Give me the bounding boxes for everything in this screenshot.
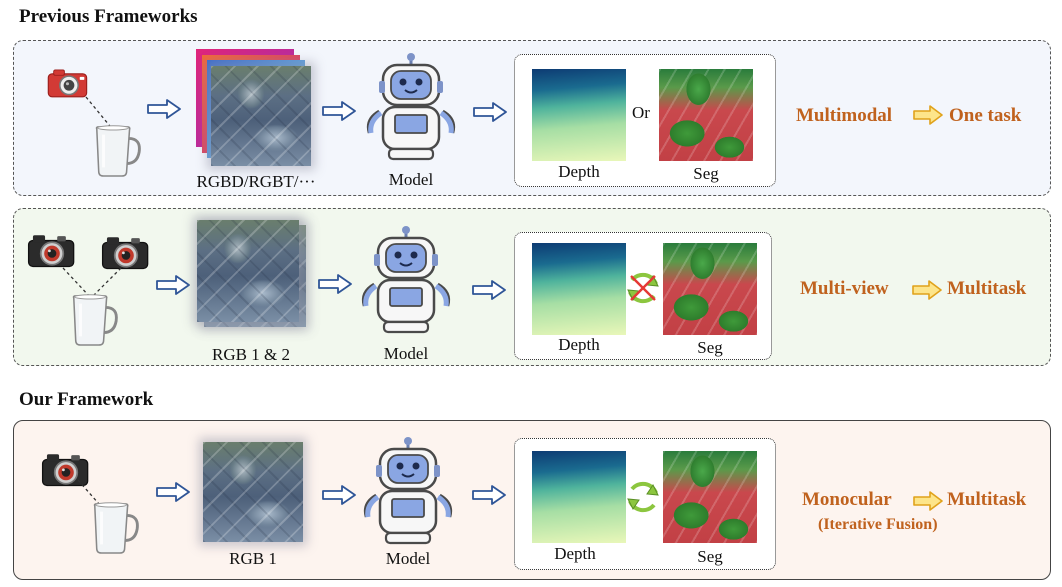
summary-to: One task xyxy=(949,105,1022,126)
heading-our-framework: Our Framework xyxy=(19,389,154,410)
summary-from: Monocular xyxy=(802,489,892,510)
mug-icon xyxy=(68,292,120,348)
model-label: Model xyxy=(385,549,431,568)
summary-note: (Iterative Fusion) xyxy=(818,516,938,533)
summary-from: Multimodal xyxy=(796,105,893,126)
segmentation-map xyxy=(659,69,753,161)
highlight-arrow-icon xyxy=(913,105,943,125)
depth-map xyxy=(532,243,626,335)
mug-icon xyxy=(89,500,141,556)
flow-arrow-icon xyxy=(156,275,190,295)
rgb-input-image xyxy=(211,66,311,166)
heading-previous-frameworks: Previous Frameworks xyxy=(19,6,198,27)
depth-map xyxy=(532,451,626,543)
summary-to: Multitask xyxy=(947,489,1027,510)
model-label: Model xyxy=(388,170,434,189)
flow-arrow-icon xyxy=(156,482,190,502)
depth-label: Depth xyxy=(554,544,596,563)
input-label: RGB 1 & 2 xyxy=(212,345,290,364)
rgb-input-image-1 xyxy=(197,220,299,322)
connector-or: Or xyxy=(632,103,650,122)
depth-label: Depth xyxy=(558,162,600,181)
dashed-sightline xyxy=(62,267,122,299)
seg-label: Seg xyxy=(697,547,723,566)
segmentation-map xyxy=(663,243,757,335)
input-label: RGB 1 xyxy=(229,549,277,568)
model-label: Model xyxy=(383,344,429,363)
segmentation-map xyxy=(663,451,757,543)
input-label: RGBD/RGBT/··· xyxy=(196,172,316,191)
robot-icon xyxy=(358,437,458,547)
flow-arrow-icon xyxy=(147,99,181,119)
robot-icon xyxy=(361,53,461,163)
dashed-sightline xyxy=(77,479,107,513)
flow-arrow-icon xyxy=(472,485,506,505)
robot-icon xyxy=(356,226,456,336)
summary-to: Multitask xyxy=(947,278,1027,299)
rgb-input-image xyxy=(203,442,303,542)
seg-label: Seg xyxy=(697,338,723,357)
flow-arrow-icon xyxy=(322,101,356,121)
flow-arrow-icon xyxy=(472,280,506,300)
summary-from: Multi-view xyxy=(800,278,889,299)
highlight-arrow-icon xyxy=(913,491,943,511)
depth-map xyxy=(532,69,626,161)
mug-icon xyxy=(91,123,143,179)
flow-arrow-icon xyxy=(473,102,507,122)
flow-arrow-icon xyxy=(322,485,356,505)
cross-icon xyxy=(630,275,656,301)
seg-label: Seg xyxy=(693,164,719,183)
flow-arrow-icon xyxy=(318,274,352,294)
highlight-arrow-icon xyxy=(912,280,942,300)
cycle-icon xyxy=(623,477,663,517)
depth-label: Depth xyxy=(558,335,600,354)
